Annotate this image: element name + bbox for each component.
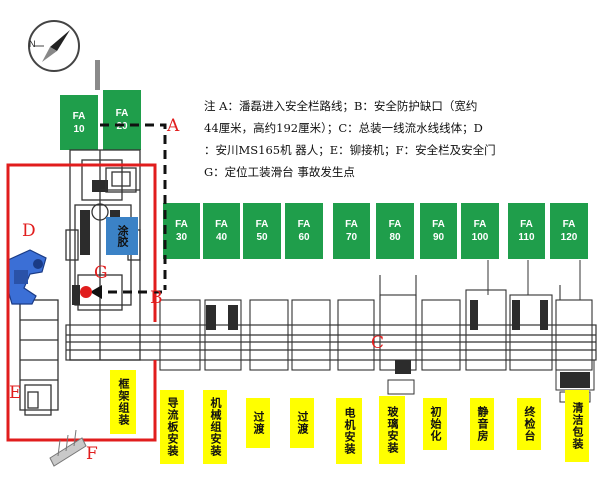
label-frame-assembly: 框架组装 [110,370,136,434]
compass-icon [28,20,80,72]
marker-e: E [9,383,22,403]
marker-a: A [167,116,180,136]
marker-f: F [86,444,98,464]
legend: 注 A：潘磊进入安全栏路线；B：安全防护缺口（宽约 44厘米，高约192厘米）；… [204,95,599,183]
compass: N [26,18,82,74]
marker-g: G [94,263,108,283]
marker-c: C [371,333,385,353]
label-deflector-install: 导流板安装 [160,390,184,464]
marker-d: D [22,221,36,241]
label-motor-install: 电机安装 [336,398,362,464]
glue-station: 涂胶 [106,217,138,255]
label-clean-pack: 清洁包装 [565,390,589,462]
label-silent-room: 静音房 [470,398,494,450]
post [95,60,100,90]
label-transition-2: 过渡 [290,398,314,448]
robot-icon [7,249,47,305]
legend-line: 注 A：潘磊进入安全栏路线；B：安全防护缺口（宽约 [204,99,478,113]
label-mechanism-install: 机械组安装 [203,390,227,464]
marker-b: B [150,288,163,308]
legend-line: 44厘米，高约192厘米）；C：总装一线流水线线体；D [204,121,483,135]
label-final-inspection: 终检台 [517,398,541,450]
legend-line: ：安川MS165机 器人；E：铆接机；F：安全栏及安全门 [204,143,496,157]
legend-line: G：定位工装滑台 事故发生点 [204,165,355,179]
label-glass-install: 玻璃安装 [379,396,405,464]
glue-label: 涂胶 [116,225,129,247]
label-initialize: 初始化 [423,398,447,450]
label-transition-1: 过渡 [246,398,270,448]
compass-north-label: N [29,39,36,49]
